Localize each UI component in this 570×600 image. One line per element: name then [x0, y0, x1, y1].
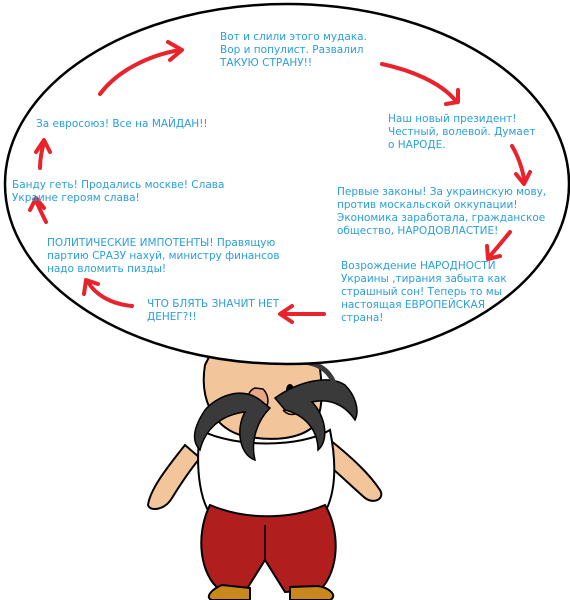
cycle-step-3-caption: Первые законы! За украинскую мову, проти… — [337, 186, 547, 237]
arrow-1 — [98, 40, 184, 96]
cycle-step-8-caption: За евросоюз! Все на МАЙДАН!! — [36, 118, 208, 130]
thought-oval — [3, 2, 570, 366]
arrow-8 — [34, 138, 52, 170]
cycle-step-7-caption: Банду геть! Продались москве! Слава Укра… — [12, 179, 225, 204]
arrow-3 — [510, 144, 532, 186]
arrow-4 — [485, 230, 512, 261]
cycle-step-2-caption: Наш новый президент! Честный, волевой. Д… — [388, 113, 536, 151]
cossack-character — [146, 354, 383, 600]
arrow-5 — [278, 304, 326, 324]
cycle-step-6-caption: ПОЛИТИЧЕСКИЕ ИМПОТЕНТЫ! Правящую партию … — [47, 237, 280, 275]
cycle-step-4-caption: Возрождение НАРОДНОСТИ Украины ,тирания … — [341, 260, 507, 324]
arrow-6 — [82, 278, 134, 308]
cycle-step-1-caption: Вот и слили этого мудака. Вор и популист… — [220, 31, 367, 69]
cycle-arrows — [28, 40, 532, 324]
arrow-7 — [28, 196, 48, 224]
cycle-step-5-caption: ЧТО БЛЯТЬ ЗНАЧИТ НЕТ ДЕНЕГ?!! — [147, 298, 280, 323]
arrow-2 — [380, 62, 460, 106]
